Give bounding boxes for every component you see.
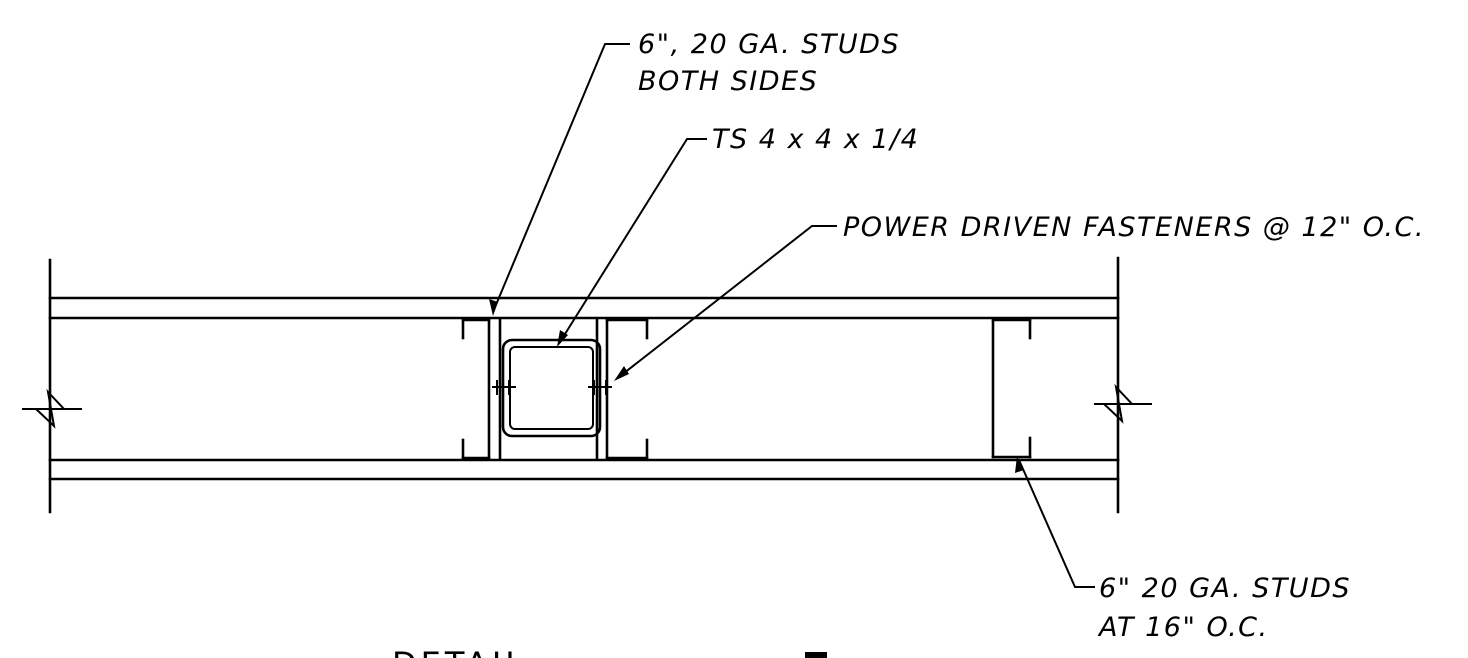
wall-tracks: [48, 296, 1120, 481]
label-power-driven-fasteners: POWER DRIVEN FASTENERS @ 12" O.C.: [843, 212, 1425, 243]
typical-stud-right: [991, 318, 1032, 459]
leader-lines: [489, 43, 1095, 588]
label-tube-steel: TS 4 x 4 x 1/4: [712, 124, 919, 155]
detail-title-partial: DETAIL: [392, 645, 827, 658]
detail-title: DETAIL: [392, 645, 527, 658]
stud-left-of-tube: [461, 318, 491, 460]
tube-steel-section: [498, 318, 602, 460]
label-studs-spacing-line2: AT 16" O.C.: [1097, 612, 1269, 643]
label-studs-both-sides-line1: 6", 20 GA. STUDS: [638, 29, 900, 60]
fastener-marks: [492, 380, 612, 395]
right-break-line: [1094, 256, 1152, 514]
label-studs-both-sides-line2: BOTH SIDES: [638, 66, 818, 97]
stud-right-of-tube: [605, 318, 649, 460]
left-break-line: [22, 258, 82, 514]
callout-labels: 6", 20 GA. STUDS BOTH SIDES TS 4 x 4 x 1…: [638, 29, 1425, 643]
label-studs-spacing-line1: 6" 20 GA. STUDS: [1099, 573, 1351, 604]
